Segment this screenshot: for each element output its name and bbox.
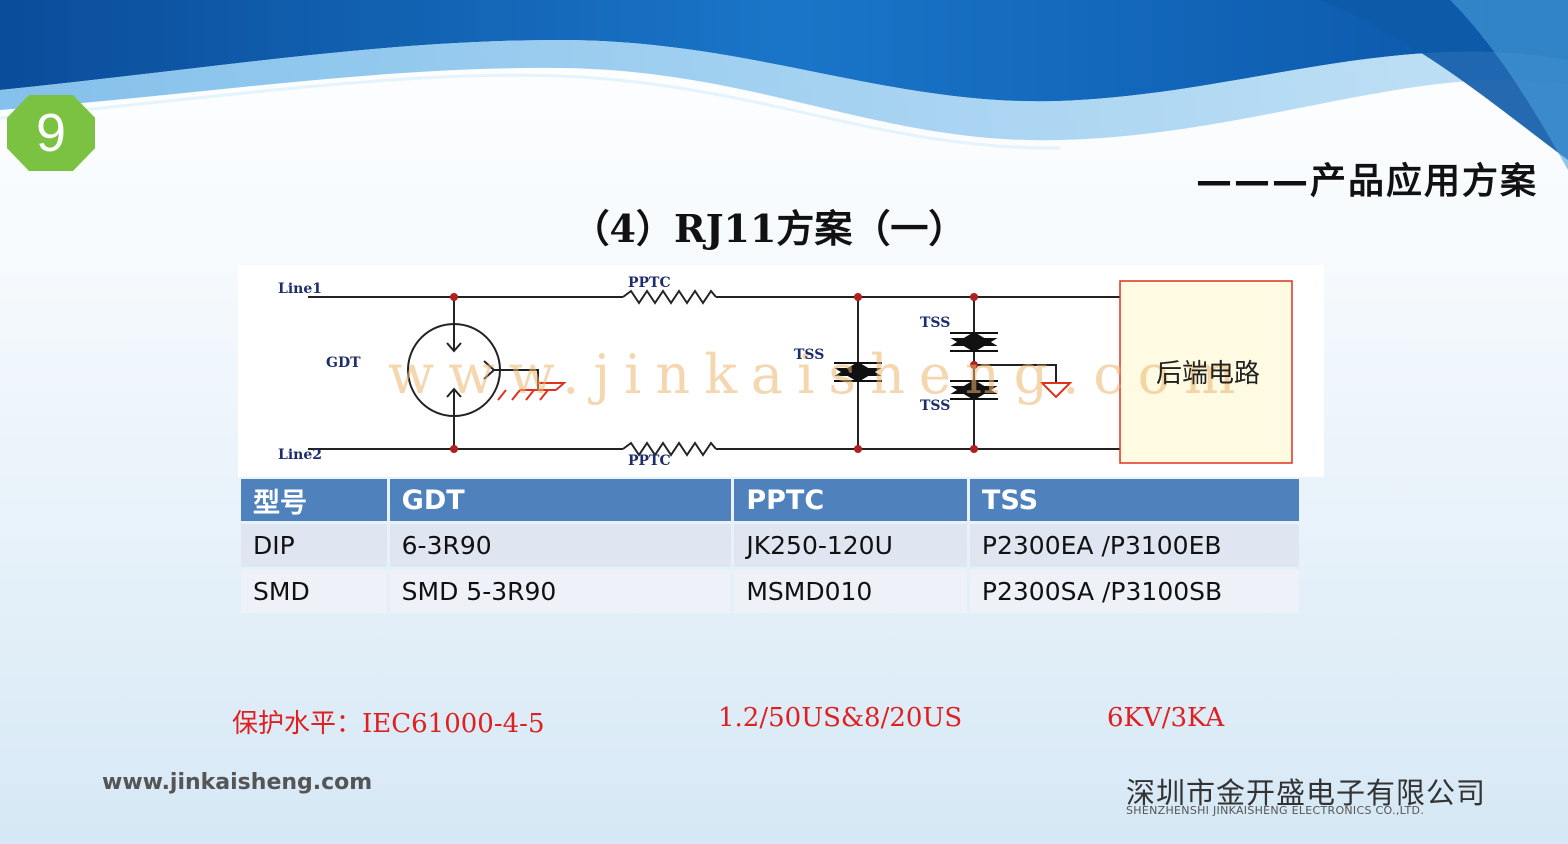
table-header-cell: PPTC <box>734 479 967 521</box>
junction-node <box>970 361 978 369</box>
table-row: DIP 6-3R90 JK250-120U P2300EA /P3100EB <box>241 524 1299 567</box>
table-cell: P2300SA /P3100SB <box>969 570 1299 613</box>
backend-circuit-box <box>1119 280 1293 464</box>
gdt-label: GDT <box>326 355 361 371</box>
rj11-circuit-diagram: www.jinkaisheng.com Line1 Line2 GDT PPTC… <box>238 265 1324 477</box>
junction-node <box>970 445 978 453</box>
protection-standard: 保护水平：IEC61000-4-5 <box>232 709 545 739</box>
slide-title: （4）RJ11方案（一） <box>571 206 967 251</box>
company-name-en: SHENZHENSHI JINKAISHENG ELECTRONICS CO.,… <box>1126 804 1425 817</box>
junction-node <box>450 293 458 301</box>
website-watermark: www.jinkaisheng.com <box>388 343 1250 406</box>
pptc-top-resistor <box>622 289 717 305</box>
table-cell: DIP <box>241 524 387 567</box>
tss-bottom-label: TSS <box>920 398 951 414</box>
table-header-row: 型号 GDT PPTC TSS <box>241 479 1299 521</box>
junction-node <box>854 293 862 301</box>
footer-website: www.jinkaisheng.com <box>102 770 373 795</box>
tss-mid-label: TSS <box>794 347 825 363</box>
pptc-bottom-resistor <box>622 441 717 457</box>
company-name-cn: 深圳市金开盛电子有限公司 <box>1126 776 1487 810</box>
line1-label: Line1 <box>278 281 322 297</box>
table-cell: JK250-120U <box>734 524 967 567</box>
ground-symbol <box>1039 382 1073 399</box>
junction-node <box>854 445 862 453</box>
pptc-top-label: PPTC <box>628 275 671 291</box>
slide-number-badge: 9 <box>7 95 95 171</box>
backend-circuit-label: 后端电路 <box>1155 359 1260 389</box>
protection-waveform: 1.2/50US&8/20US <box>718 703 963 733</box>
table-cell: SMD <box>241 570 387 613</box>
table-cell: SMD 5-3R90 <box>389 570 732 613</box>
table-header-cell: TSS <box>969 479 1299 521</box>
protection-rating: 6KV/3KA <box>1107 703 1225 733</box>
header-wave-decoration <box>0 0 1568 170</box>
junction-node <box>970 293 978 301</box>
table-cell: P2300EA /P3100EB <box>969 524 1299 567</box>
section-title: ———产品应用方案 <box>1195 161 1538 202</box>
table-cell: 6-3R90 <box>389 524 732 567</box>
line2-label: Line2 <box>278 447 322 463</box>
table-row: SMD SMD 5-3R90 MSMD010 P2300SA /P3100SB <box>241 570 1299 613</box>
pptc-bottom-label: PPTC <box>628 453 671 469</box>
table-header-cell: GDT <box>389 479 732 521</box>
ground-symbol <box>497 382 567 401</box>
table-header-cell: 型号 <box>241 479 387 521</box>
tss-top-label: TSS <box>920 315 951 331</box>
table-cell: MSMD010 <box>734 570 967 613</box>
model-spec-table: 型号 GDT PPTC TSS DIP 6-3R90 JK250-120U P2… <box>238 476 1302 616</box>
junction-node <box>450 445 458 453</box>
